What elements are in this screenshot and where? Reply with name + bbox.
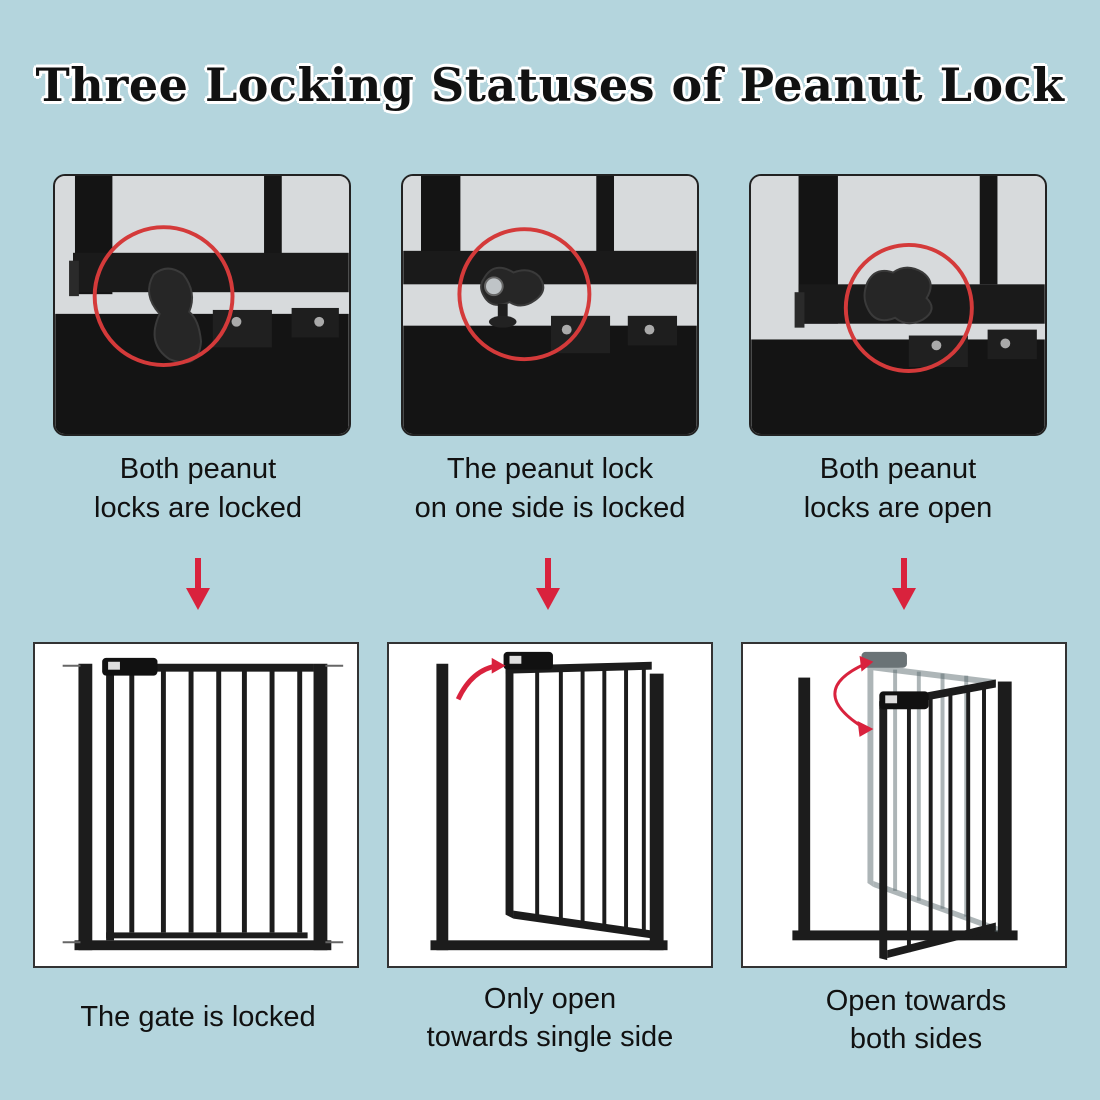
- gate-open-one-side-icon: [430, 651, 668, 951]
- caption-line: towards single side: [426, 1021, 674, 1053]
- page-title: Three Locking Statuses of Peanut Lock: [35, 58, 1065, 112]
- caption-line: The gate is locked: [80, 1001, 316, 1033]
- caption-both-open: Both peanut locks are open: [728, 450, 1068, 528]
- caption-single-side: Only open towards single side: [370, 980, 730, 1056]
- caption-gate-locked: The gate is locked: [18, 998, 378, 1036]
- caption-line: Open towards: [825, 985, 1007, 1017]
- arrow-down-icon: [892, 558, 916, 610]
- caption-line: locks are locked: [94, 492, 302, 524]
- lock-photo-one-side-locked: [401, 174, 699, 436]
- highlight-circle: [457, 227, 592, 362]
- highlight-circle: [92, 225, 235, 368]
- peanut-lock-vertical-illustration: [55, 176, 349, 434]
- caption-both-sides: Open towards both sides: [736, 982, 1096, 1058]
- caption-line: Only open: [483, 983, 617, 1015]
- caption-line: The peanut lock: [446, 453, 654, 485]
- peanut-lock-diagonal-illustration: [403, 176, 697, 434]
- gate-single-side-illustration: [387, 642, 713, 968]
- lock-photo-both-open: [749, 174, 1047, 436]
- gate-open-both-sides-icon: [792, 651, 1018, 961]
- caption-one-side-locked: The peanut lock on one side is locked: [380, 450, 720, 528]
- arrow-down-icon: [186, 558, 210, 610]
- caption-both-locked: Both peanut locks are locked: [28, 450, 368, 528]
- gate-closed-icon: [62, 657, 344, 951]
- caption-line: Both peanut: [819, 453, 977, 485]
- peanut-lock-horizontal-illustration: [751, 176, 1045, 434]
- swing-arrow-icon: [455, 663, 499, 701]
- caption-line: both sides: [849, 1023, 983, 1055]
- caption-line: Both peanut: [119, 453, 277, 485]
- caption-line: locks are open: [803, 492, 993, 524]
- gate-locked-illustration: [33, 642, 359, 968]
- arrow-down-icon: [536, 558, 560, 610]
- lock-photo-both-locked: [53, 174, 351, 436]
- highlight-circle: [843, 242, 974, 373]
- gate-both-sides-illustration: [741, 642, 1067, 968]
- caption-line: on one side is locked: [414, 492, 686, 524]
- swing-arrow-icon: [833, 662, 867, 731]
